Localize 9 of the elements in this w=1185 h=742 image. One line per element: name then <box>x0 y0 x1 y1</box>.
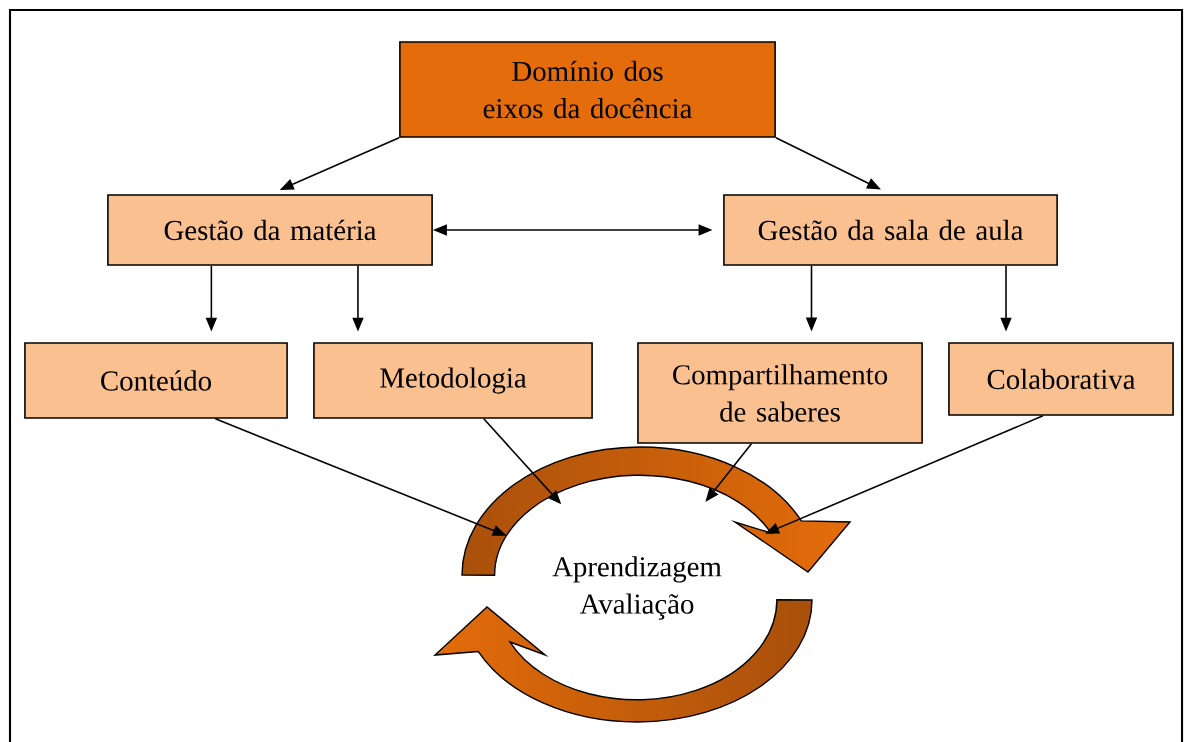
arrow <box>705 443 753 502</box>
process-box: Metodologia <box>313 342 593 419</box>
process-box: Gestão da matéria <box>107 194 433 266</box>
center-text: Aprendizagem Avaliação <box>552 556 722 620</box>
process-box: Colaborativa <box>948 342 1174 416</box>
heading-box: Domínio dos eixos da docência <box>399 41 776 138</box>
process-box: Conteúdo <box>24 342 288 419</box>
process-box: Gestão da sala de aula <box>723 194 1058 266</box>
process-box: Compartilhamento de saberes <box>637 342 923 444</box>
